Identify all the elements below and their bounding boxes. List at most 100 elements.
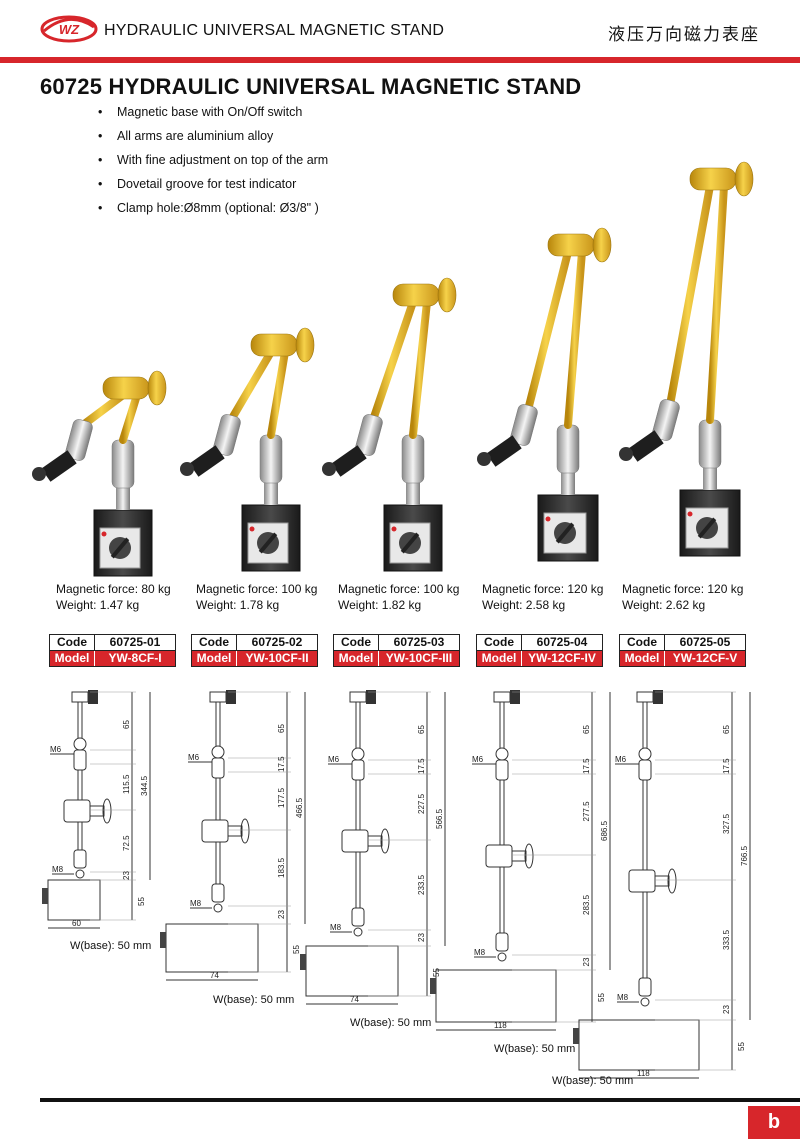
dimension-top: 65 bbox=[122, 720, 131, 729]
spec-block-1: Magnetic force: 80 kg Weight: 1.47 kg bbox=[56, 581, 171, 613]
model-value: YW-10CF-II bbox=[245, 651, 309, 665]
feature-list: Magnetic base with On/Off switch All arm… bbox=[98, 104, 328, 224]
magnetic-force: Magnetic force: 100 kg bbox=[338, 582, 460, 596]
feature-item: With fine adjustment on top of the arm bbox=[98, 152, 328, 176]
dimension-lower-arm: 333.5 bbox=[722, 929, 731, 950]
model-label: Model bbox=[334, 651, 379, 666]
model-value: YW-12CF-IV bbox=[528, 651, 596, 665]
dimension-base-height: 55 bbox=[597, 993, 606, 1002]
svg-text:WZ: WZ bbox=[59, 22, 80, 37]
dimension-upper-arm: 115.5 bbox=[122, 774, 131, 794]
dimension-lower-arm: 72.5 bbox=[122, 835, 131, 851]
m6-thread-label: M6 bbox=[188, 753, 200, 762]
dimension-total-height: 766.5 bbox=[740, 845, 749, 866]
base-width-dimension: 60 bbox=[72, 919, 81, 928]
weight: Weight: 2.62 kg bbox=[622, 598, 706, 612]
dimension-arm-base: 23 bbox=[417, 933, 426, 942]
dimension-lower-arm: 283.5 bbox=[582, 894, 591, 915]
m6-thread-label: M6 bbox=[50, 745, 62, 754]
dimension-top: 65 bbox=[722, 725, 731, 734]
dimension-total-height: 686.5 bbox=[600, 820, 609, 841]
m6-thread-label: M6 bbox=[328, 755, 340, 764]
code-label: Code bbox=[192, 635, 237, 650]
dimension-total-height: 566.5 bbox=[435, 808, 444, 829]
dimension-base-height: 55 bbox=[137, 897, 146, 906]
magnetic-force: Magnetic force: 80 kg bbox=[56, 582, 171, 596]
magnetic-stand-photo bbox=[619, 161, 754, 557]
dimension-lower-arm: 183.5 bbox=[277, 857, 286, 878]
footer-divider bbox=[40, 1098, 800, 1102]
magnetic-force: Magnetic force: 120 kg bbox=[482, 582, 604, 596]
dimension-top: 65 bbox=[277, 724, 286, 733]
m6-thread-label: M6 bbox=[615, 755, 627, 764]
base-width-dimension: 118 bbox=[494, 1021, 507, 1030]
header-divider bbox=[0, 57, 800, 63]
dimension-top: 65 bbox=[582, 725, 591, 734]
dimension-total-height: 466.5 bbox=[295, 797, 304, 818]
base-width-note-2: W(base): 50 mm bbox=[213, 994, 295, 1006]
m6-thread-label: M6 bbox=[472, 755, 484, 764]
dimension-upper-arm: 277.5 bbox=[582, 801, 591, 822]
m8-thread-label: M8 bbox=[52, 865, 64, 874]
model-label: Model bbox=[192, 651, 237, 666]
dimension-arm-base: 23 bbox=[722, 1005, 731, 1014]
spec-block-5: Magnetic force: 120 kg Weight: 2.62 kg bbox=[622, 581, 743, 613]
dimension-top: 65 bbox=[417, 725, 426, 734]
feature-item: All arms are aluminium alloy bbox=[98, 128, 328, 152]
base-width-note-1: W(base): 50 mm bbox=[70, 940, 152, 952]
code-value: 60725-05 bbox=[679, 635, 731, 649]
product-photos bbox=[32, 161, 754, 577]
model-value: YW-12CF-V bbox=[672, 651, 738, 665]
model-label: Model bbox=[620, 651, 665, 666]
m8-thread-label: M8 bbox=[617, 993, 629, 1002]
dimension-upper-arm: 227.5 bbox=[417, 793, 426, 814]
dimension-arm-base: 23 bbox=[277, 910, 286, 919]
magnetic-force: Magnetic force: 120 kg bbox=[622, 582, 744, 596]
magnetic-stand-photo bbox=[322, 277, 457, 572]
code-value: 60725-03 bbox=[393, 635, 445, 649]
code-label: Code bbox=[50, 635, 95, 650]
dimension-base-height: 55 bbox=[737, 1042, 746, 1051]
dimension-joint: 17.5 bbox=[722, 758, 731, 774]
model-value: YW-8CF-I bbox=[108, 651, 162, 665]
page-section-letter: b bbox=[748, 1106, 800, 1139]
page-title: 60725 HYDRAULIC UNIVERSAL MAGNETIC STAND bbox=[40, 74, 582, 99]
base-width-note-3: W(base): 50 mm bbox=[350, 1017, 432, 1029]
m8-thread-label: M8 bbox=[330, 923, 342, 932]
code-table-2: Code 60725-02 Model YW-10CF-II bbox=[191, 634, 318, 667]
magnetic-force: Magnetic force: 100 kg bbox=[196, 582, 318, 596]
weight: Weight: 2.58 kg bbox=[482, 598, 566, 612]
spec-block-4: Magnetic force: 120 kg Weight: 2.58 kg bbox=[482, 581, 603, 613]
code-value: 60725-02 bbox=[251, 635, 303, 649]
code-label: Code bbox=[334, 635, 379, 650]
magnetic-stand-photo bbox=[32, 370, 167, 577]
dimension-joint: 17.5 bbox=[582, 758, 591, 774]
spec-block-2: Magnetic force: 100 kg Weight: 1.78 kg bbox=[196, 581, 317, 613]
m8-thread-label: M8 bbox=[474, 948, 486, 957]
base-width-note-5: W(base): 50 mm bbox=[552, 1075, 634, 1087]
code-table-3: Code 60725-03 Model YW-10CF-III bbox=[333, 634, 460, 667]
model-value: YW-10CF-III bbox=[385, 651, 453, 665]
code-label: Code bbox=[477, 635, 522, 650]
feature-item: Dovetail groove for test indicator bbox=[98, 176, 328, 200]
dimension-joint: 17.5 bbox=[417, 758, 426, 774]
magnetic-stand-photo bbox=[180, 327, 315, 572]
company-logo-icon: WZ bbox=[40, 15, 98, 43]
dimension-base-height: 55 bbox=[292, 945, 301, 954]
header-title-chinese: 液压万向磁力表座 bbox=[608, 25, 760, 45]
model-label: Model bbox=[477, 651, 522, 666]
model-label: Model bbox=[50, 651, 95, 666]
spec-block-3: Magnetic force: 100 kg Weight: 1.82 kg bbox=[338, 581, 459, 613]
weight: Weight: 1.47 kg bbox=[56, 598, 140, 612]
weight: Weight: 1.82 kg bbox=[338, 598, 422, 612]
dimension-joint: 17.5 bbox=[277, 756, 286, 772]
base-width-dimension: 74 bbox=[210, 971, 219, 980]
technical-drawings: 60M6M865115.572.52355344.574M6M86517.517… bbox=[42, 690, 751, 1079]
feature-item: Magnetic base with On/Off switch bbox=[98, 104, 328, 128]
code-value: 60725-01 bbox=[109, 635, 161, 649]
